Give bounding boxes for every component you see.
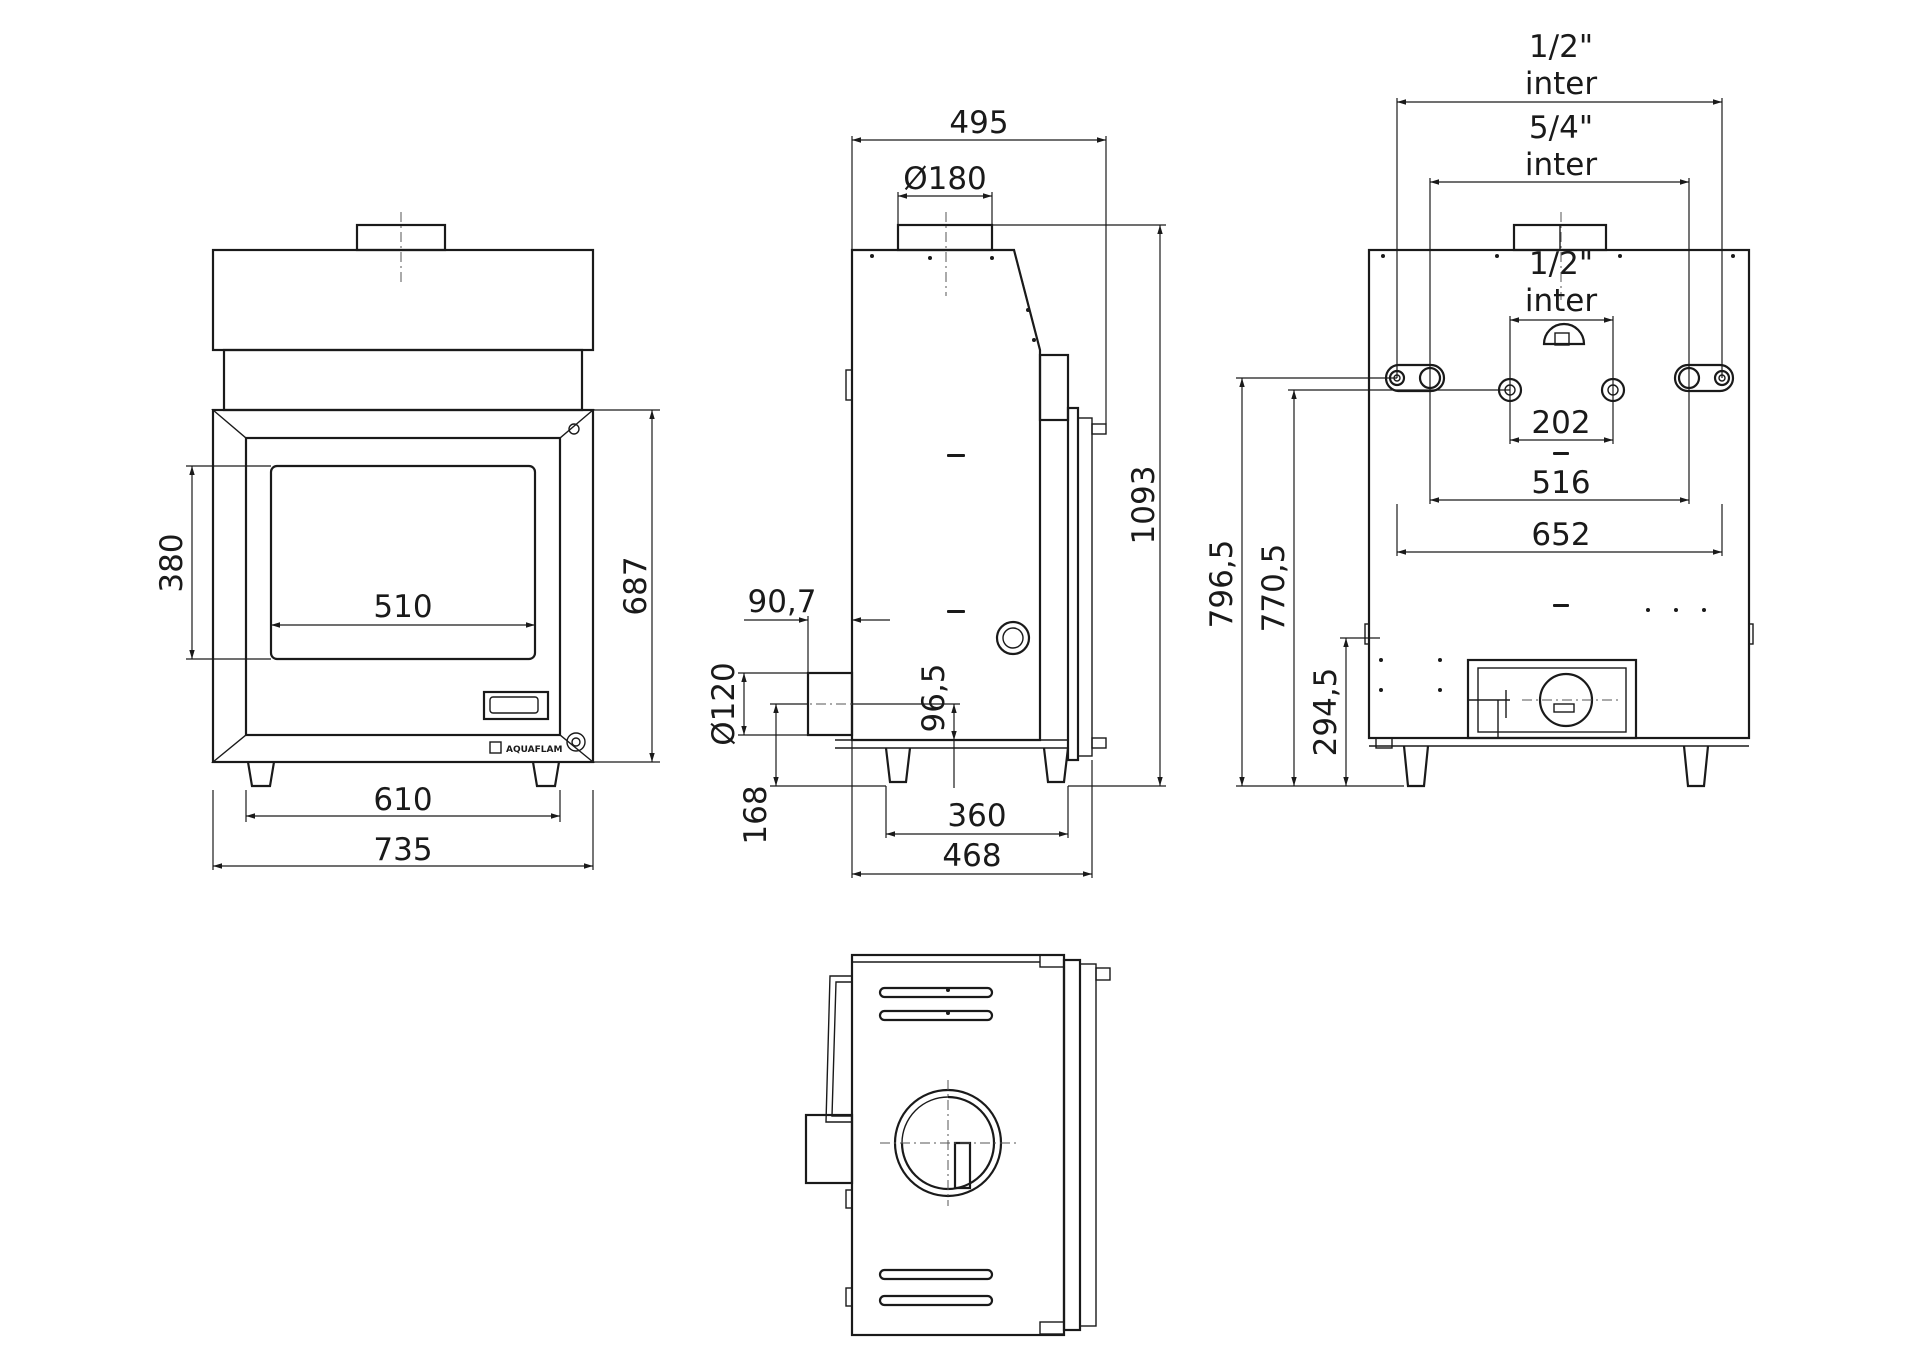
dim-foot-height: 168	[738, 785, 774, 844]
dim-height-air: 294,5	[1308, 668, 1344, 757]
conn-inner-size: 1/2"	[1529, 246, 1593, 282]
dim-inner-spacing: 202	[1531, 405, 1590, 441]
side-foot-front	[1042, 747, 1070, 784]
top-door-profile	[1079, 963, 1097, 1327]
top-front-frame	[1062, 958, 1082, 1332]
front-door-pin-icon	[568, 423, 580, 435]
conn-inner-type: inter	[1525, 283, 1597, 319]
side-upper-step	[1038, 353, 1070, 422]
dim-height-main: 770,5	[1256, 544, 1292, 633]
top-view	[804, 953, 1111, 1337]
conn-main-size: 5/4"	[1529, 110, 1593, 146]
front-top-hood	[211, 248, 595, 352]
front-door-handle	[482, 690, 550, 721]
dim-front-height: 687	[618, 556, 654, 615]
top-slot	[878, 1268, 994, 1281]
front-view: AQUAFLAM 735 610 510 380 687	[154, 212, 660, 870]
dim-outer-spacing: 652	[1531, 517, 1590, 553]
side-front-frame	[1066, 406, 1080, 762]
dim-front-width-feet: 610	[373, 782, 432, 818]
side-view: 495 Ø180 1093 90,7 Ø120 96,5 168 360	[706, 105, 1166, 878]
top-slot	[878, 1294, 994, 1307]
dim-height-outer: 796,5	[1204, 540, 1240, 629]
dim-air-inlet-height: 96,5	[916, 663, 952, 732]
dim-glass-height: 380	[154, 533, 190, 592]
rear-view: 1/2" inter 5/4" inter 1/2" inter 202 516…	[1204, 29, 1754, 788]
side-flue-collar	[896, 223, 994, 252]
dim-air-inlet-offset: 90,7	[747, 584, 816, 620]
conn-outer-size: 1/2"	[1529, 29, 1593, 65]
conn-outer-type: inter	[1525, 66, 1597, 102]
conn-main-type: inter	[1525, 147, 1597, 183]
rear-connection-right-pair	[1673, 363, 1735, 393]
front-glass	[269, 464, 537, 661]
top-air-inlet	[804, 1113, 854, 1185]
top-damper	[953, 1141, 972, 1190]
dim-feet-spacing: 360	[947, 798, 1006, 834]
top-flue-inner-icon	[900, 1095, 996, 1191]
dim-air-inlet-diameter: Ø120	[706, 662, 742, 746]
side-door-profile	[1077, 417, 1093, 757]
top-slot	[878, 986, 994, 999]
top-slot	[878, 1009, 994, 1022]
front-foot-right	[531, 761, 561, 788]
dim-glass-width: 510	[373, 589, 432, 625]
dim-main-spacing: 516	[1531, 465, 1590, 501]
front-bevel-top	[211, 409, 595, 439]
rear-foot-left	[1402, 745, 1430, 788]
rear-foot-right	[1682, 745, 1710, 788]
front-door	[244, 436, 562, 737]
side-foot-rear	[884, 747, 912, 784]
brand-logo-icon	[489, 741, 502, 754]
dim-front-width-total: 735	[373, 832, 432, 868]
dim-side-depth-top: 495	[949, 105, 1008, 141]
front-brand-label: AQUAFLAM	[506, 745, 562, 755]
front-knob-icon	[566, 732, 586, 752]
dim-flue-diameter: Ø180	[903, 161, 987, 197]
rear-sensor-port-icon	[1542, 322, 1586, 346]
front-upper-panel	[222, 348, 584, 412]
rear-air-box	[1466, 658, 1638, 740]
side-door-pin	[1091, 423, 1107, 435]
side-water-connection-icon	[995, 620, 1031, 656]
dim-side-depth-body: 468	[942, 838, 1001, 874]
dim-side-height-total: 1093	[1126, 466, 1162, 545]
front-foot-left	[246, 761, 276, 788]
